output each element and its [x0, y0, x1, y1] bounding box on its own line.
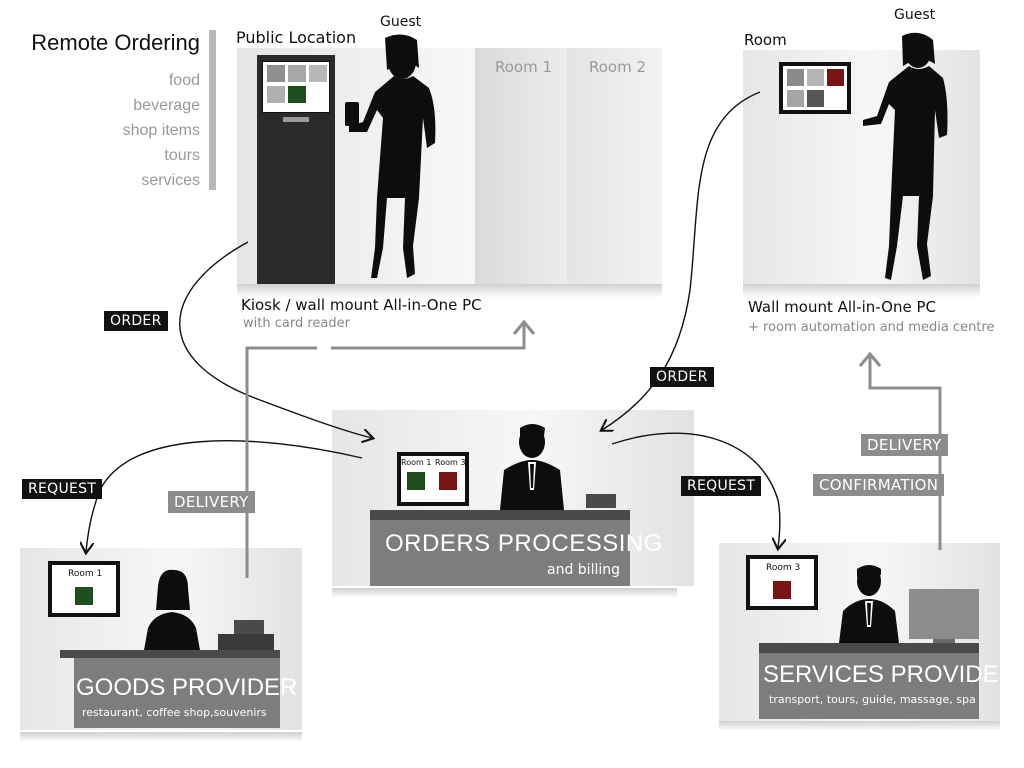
menu-list: food beverage shop items tours services [50, 70, 200, 195]
monitor-screen[interactable]: Room 1 [52, 565, 116, 613]
goods-desk: GOODS PROVIDER restaurant, coffee shop,s… [74, 658, 297, 728]
orders-shadow [332, 588, 677, 598]
person-silhouette-icon [863, 32, 948, 280]
tablet-tile[interactable] [807, 90, 824, 107]
goods-desk-top [60, 650, 280, 658]
services-monitor-room: Room 3 [766, 563, 801, 573]
orders-processing-title: ORDERS PROCESSING [385, 530, 663, 557]
tablet-tile[interactable] [787, 90, 804, 107]
person-silhouette-icon [500, 424, 616, 510]
request-label-left: REQUEST [22, 479, 103, 499]
goods-tile-green[interactable] [75, 587, 93, 605]
menu-divider-bar [209, 30, 216, 190]
menu-title: Remote Ordering [31, 30, 200, 55]
kiosk-tile-selected[interactable] [288, 86, 306, 103]
services-provider-subtitle: transport, tours, guide, massage, spa [769, 693, 976, 706]
menu-item-shop-items[interactable]: shop items [122, 122, 200, 139]
goods-monitor-room: Room 1 [68, 569, 103, 579]
tablet-tile[interactable] [807, 69, 824, 86]
menu-item-food[interactable]: food [168, 72, 200, 89]
menu-item-tours[interactable]: tours [164, 147, 200, 164]
kiosk-subcaption: with card reader [243, 316, 350, 331]
order-label-right: ORDER [650, 367, 714, 387]
room-panel [743, 32, 980, 284]
request-label-right: REQUEST [681, 476, 762, 496]
order-label-left: ORDER [104, 311, 168, 331]
confirmation-label: CONFIRMATION [813, 474, 945, 496]
order-tile-red[interactable] [439, 472, 457, 490]
services-desk: SERVICES PROVIDER transport, tours, guid… [759, 653, 1016, 719]
arrow-icon [179, 241, 372, 438]
tablet-tile[interactable] [787, 69, 804, 86]
kiosk-icon[interactable] [257, 55, 335, 284]
kiosk-tile[interactable] [288, 65, 306, 82]
monitor-room-a: Room 1 [401, 458, 432, 467]
arrow-icon [868, 356, 942, 550]
room-2-label: Room 2 [589, 58, 647, 76]
room-caption: Wall mount All-in-One PC [748, 298, 936, 316]
arrow-icon [245, 324, 526, 578]
tablet-tile-selected[interactable] [827, 69, 844, 86]
desk-phone-icon [586, 494, 616, 508]
arrow-icon [611, 432, 780, 548]
menu-item-services[interactable]: services [141, 172, 200, 189]
person-silhouette-icon [144, 569, 274, 650]
orders-processing-subtitle: and billing [547, 562, 620, 578]
person-silhouette-icon [345, 34, 436, 278]
kiosk-caption: Kiosk / wall mount All-in-One PC [241, 296, 482, 314]
room-1-label: Room 1 [495, 58, 553, 76]
delivery-label-right: DELIVERY [861, 434, 948, 456]
monitor-icon[interactable]: Room 1 [48, 561, 120, 617]
menu-item-beverage[interactable]: beverage [133, 97, 200, 114]
monitor-icon[interactable]: Room 1 Room 3 [397, 452, 469, 506]
goods-provider-subtitle: restaurant, coffee shop,souvenirs [82, 706, 267, 719]
public-location-label: Public Location [236, 28, 357, 47]
public-location-panel: Room 1 Room 2 [237, 34, 662, 284]
room-guest-label: Guest [894, 7, 936, 23]
services-desk-top [759, 643, 979, 653]
remote-ordering-menu: Remote Ordering food beverage shop items… [20, 28, 220, 193]
arrow-icon [602, 91, 761, 430]
goods-provider-panel: Room 1 GOODS PROVIDER restaurant, coffee… [20, 548, 302, 730]
goods-provider-title: GOODS PROVIDER [76, 674, 298, 701]
arrow-icon [86, 440, 363, 552]
tablet-screen[interactable] [783, 66, 847, 110]
monitor-icon [909, 589, 979, 639]
room-label: Room [744, 31, 787, 49]
services-shadow [719, 721, 1000, 731]
tablet-icon[interactable] [779, 62, 851, 114]
kiosk-screen[interactable] [262, 61, 330, 113]
kiosk-tile[interactable] [267, 86, 285, 103]
room-subcaption: + room automation and media centre [748, 320, 995, 335]
orders-processing-panel: Room 1 Room 3 ORDERS PROCESSING and bill… [332, 410, 694, 586]
monitor-icon[interactable]: Room 3 [746, 555, 818, 610]
room-2-door [567, 48, 662, 284]
public-location-guest-label: Guest [380, 14, 422, 30]
monitor-room-b: Room 3 [435, 458, 466, 467]
monitor-screen[interactable]: Room 3 [750, 559, 814, 606]
room-floor [743, 284, 980, 298]
orders-desk-top [370, 510, 630, 520]
card-reader-slot [283, 117, 309, 122]
phone-icon [345, 102, 359, 126]
monitor-screen[interactable]: Room 1 Room 3 [401, 456, 465, 502]
person-silhouette-icon [839, 565, 979, 645]
public-location-floor [237, 284, 662, 298]
services-tile-red[interactable] [773, 581, 791, 599]
kiosk-tile[interactable] [309, 65, 327, 82]
goods-shadow [20, 732, 302, 742]
services-provider-title: SERVICES PROVIDER [763, 661, 1016, 688]
delivery-label-left: DELIVERY [168, 491, 255, 513]
kiosk-tile[interactable] [267, 65, 285, 82]
orders-desk: ORDERS PROCESSING and billing [370, 520, 662, 586]
room-1-door [475, 48, 567, 284]
register-icon [234, 620, 264, 634]
services-provider-panel: Room 3 SERVICES PROVIDER transport, tour… [719, 543, 1016, 721]
order-tile-green[interactable] [407, 472, 425, 490]
